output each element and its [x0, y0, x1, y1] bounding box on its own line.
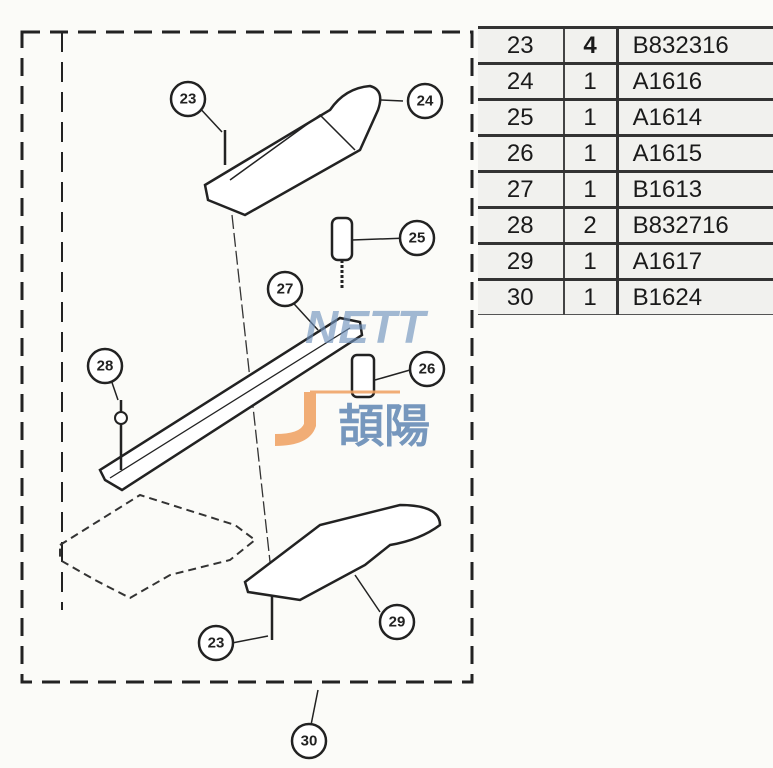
callout-23-bottom: 23 [197, 624, 235, 662]
part-number: B1613 [617, 170, 773, 208]
callout-26: 26 [408, 350, 446, 388]
leader-lines [106, 99, 411, 736]
quantity: 1 [563, 170, 619, 208]
callout-label: 24 [417, 93, 434, 110]
part-29-plate [243, 503, 442, 602]
item-number: 24 [478, 62, 565, 100]
assembly-boundary [20, 30, 474, 684]
quantity: 1 [563, 62, 619, 100]
part-number: A1615 [617, 134, 773, 172]
callout-circle [378, 603, 416, 641]
callout-circle [266, 270, 304, 308]
item-number: 30 [478, 278, 565, 315]
callout-label: 30 [301, 733, 318, 750]
callout-28: 28 [86, 347, 124, 385]
callout-circle [169, 80, 207, 118]
callout-label: 29 [389, 614, 406, 631]
callout-circle [406, 82, 444, 120]
part-number: B1624 [617, 278, 773, 315]
watermark-logo: NETT 頡陽 [274, 301, 430, 453]
callout-circle [398, 219, 436, 257]
quantity: 2 [563, 206, 619, 244]
callout-23-top: 23 [169, 80, 207, 118]
callout-27: 27 [266, 270, 304, 308]
callout-24: 24 [406, 82, 444, 120]
screw-28-head [114, 411, 128, 425]
item-number: 27 [478, 170, 565, 208]
callout-label: 27 [277, 281, 294, 298]
part-27-edge [109, 327, 351, 479]
callout-label: 26 [419, 361, 436, 378]
part-number: B832716 [617, 206, 773, 244]
callout-circle [290, 722, 328, 760]
part-25-pin [330, 216, 354, 262]
quantity: 1 [563, 134, 619, 172]
quantity: 1 [563, 278, 619, 315]
part-number: A1617 [617, 242, 773, 280]
callout-circle [86, 347, 124, 385]
part-24-edge [229, 114, 356, 181]
part-24-cover [203, 84, 382, 217]
quantity: 1 [563, 98, 619, 136]
svg-text:頡陽: 頡陽 [338, 399, 430, 453]
item-number: 26 [478, 134, 565, 172]
base-outline [59, 493, 257, 600]
item-number: 29 [478, 242, 565, 280]
quantity: 4 [563, 26, 619, 64]
callout-circle [197, 624, 235, 662]
callout-label: 28 [97, 358, 114, 375]
svg-text:NETT: NETT [305, 301, 429, 353]
part-number: B832316 [617, 26, 773, 64]
callout-label: 25 [409, 230, 426, 247]
item-number: 25 [478, 98, 565, 136]
item-number: 28 [478, 206, 565, 244]
part-number: A1616 [617, 62, 773, 100]
callout-circle [408, 350, 446, 388]
callout-label: 23 [208, 635, 225, 652]
part-26-sleeve [350, 353, 376, 399]
callout-label: 23 [180, 91, 197, 108]
callout-29: 29 [378, 603, 416, 641]
item-number: 23 [478, 26, 565, 64]
quantity: 1 [563, 242, 619, 280]
callout-30: 30 [290, 722, 328, 760]
callout-25: 25 [398, 219, 436, 257]
part-number: A1614 [617, 98, 773, 136]
